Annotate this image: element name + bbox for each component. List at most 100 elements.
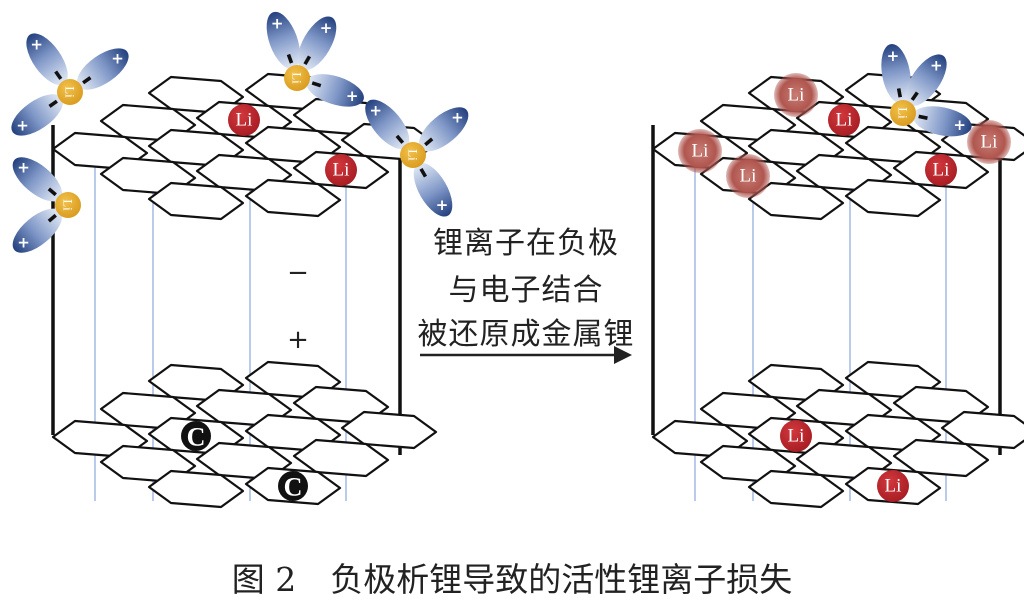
plated-li-circle — [774, 73, 818, 117]
solvent-lobe: + — [912, 106, 972, 137]
positive-charge-label: + — [287, 325, 309, 355]
lobe-shape — [912, 106, 972, 137]
carbon-atom: C — [278, 471, 308, 502]
solvent-lobe: + — [297, 16, 337, 71]
lobe-sign: + — [451, 109, 464, 127]
li-ion-label: Li — [236, 110, 253, 131]
plated-li-circle — [678, 129, 722, 173]
carbon-atom: C — [181, 421, 211, 452]
lobe-sign: + — [930, 56, 943, 74]
hex-cell — [147, 181, 245, 221]
lobe-sign: + — [346, 87, 359, 105]
lobe-sign: + — [369, 102, 382, 120]
lobe-sign: + — [436, 196, 449, 214]
lithium-ion-atom: Li — [877, 470, 909, 502]
lobe-sign: + — [16, 116, 29, 134]
li-ion-circle — [828, 104, 860, 136]
figure-title: 负极析锂导致的活性锂离子损失 — [330, 560, 793, 599]
solvent-lobe: + — [306, 74, 364, 107]
solvent-lobe: + — [881, 43, 911, 104]
plated-lithium-atom: Li — [726, 154, 770, 198]
solvent-lobe: + — [266, 11, 301, 70]
li-ion-circle — [228, 104, 260, 136]
solvated-core-label: Li — [406, 149, 421, 161]
solvated-core — [284, 65, 310, 91]
plated-li-label: Li — [740, 166, 757, 187]
hex-cell — [747, 469, 845, 509]
li-ion-circle — [780, 420, 812, 452]
lobe-dash — [286, 53, 294, 64]
solvated-lithium-ion: +++Li — [266, 11, 364, 107]
solvent-lobe: + — [413, 162, 453, 217]
negative-charge-label: − — [287, 258, 309, 288]
lobe-dash — [47, 187, 57, 197]
li-ion-label: Li — [836, 110, 853, 131]
lobe-dash — [82, 76, 92, 85]
lobe-dash — [419, 167, 428, 178]
lobe-dash — [48, 99, 58, 108]
lobe-sign: + — [111, 50, 124, 68]
lobe-sign: + — [271, 14, 284, 32]
lobe-sign: + — [17, 159, 30, 177]
li-ion-label: Li — [788, 426, 805, 447]
arrow-label-line-2: 与电子结合 — [448, 273, 604, 308]
plated-li-label: Li — [692, 141, 709, 162]
lobe-dash — [311, 81, 322, 88]
solvent-lobe: + — [12, 157, 63, 202]
arrow-head — [614, 346, 632, 364]
hex-cell — [747, 181, 845, 221]
plated-li-label: Li — [981, 132, 998, 153]
li-ion-label: Li — [933, 160, 950, 181]
lobe-sign: + — [30, 35, 43, 53]
carbon-circle — [181, 421, 211, 451]
lobe-dash — [424, 137, 434, 147]
lobe-dash — [303, 55, 312, 66]
solvated-lithium-ion: + + + Li — [881, 43, 972, 137]
solvated-core-label: Li — [61, 199, 76, 211]
solvated-lithium-ion: + + Li — [12, 157, 81, 253]
arrow-label-line-1: 锂离子在负极 — [433, 226, 619, 261]
arrow-label-line-3: 被还原成金属锂 — [417, 317, 635, 352]
li-ion-circle — [325, 154, 357, 186]
hex-cell — [844, 178, 942, 218]
li-ion-label: Li — [885, 476, 902, 497]
solvated-lithium-ion: +++Li — [11, 33, 129, 136]
solvated-core — [55, 192, 81, 218]
solvent-lobe: + — [905, 54, 947, 107]
solvated-core — [890, 100, 916, 126]
hex-cell — [244, 178, 342, 218]
lithium-ion-atom: Li — [228, 104, 260, 136]
lobe-shape — [266, 11, 301, 70]
carbon-label: C — [187, 423, 206, 452]
graphite-layer: CC — [51, 360, 438, 509]
solvated-core — [57, 79, 83, 105]
lithium-ion-atom: Li — [325, 154, 357, 186]
solvated-core-label: Li — [896, 107, 911, 119]
solvent-lobe: + — [418, 107, 469, 152]
carbon-label: C — [284, 473, 303, 502]
solvated-lithium-ion: + + + Li — [365, 99, 469, 217]
solvent-lobe: + — [76, 48, 129, 90]
lobe-sign: + — [887, 47, 900, 65]
solvated-core — [400, 142, 426, 168]
lithium-ion-atom: Li — [925, 154, 957, 186]
plated-li-label: Li — [788, 85, 805, 106]
plated-li-circle — [726, 154, 770, 198]
lobe-shape — [306, 74, 364, 107]
lobe-sign: + — [953, 116, 966, 134]
lobe-dash — [918, 114, 928, 120]
li-ion-label: Li — [333, 160, 350, 181]
lobe-sign: + — [17, 233, 30, 251]
plated-li-circle — [967, 120, 1011, 164]
plated-lithium-atom: Li — [967, 120, 1011, 164]
lobe-dash — [910, 91, 919, 101]
plated-lithium-atom: Li — [678, 129, 722, 173]
solvent-lobe: + — [12, 208, 63, 253]
